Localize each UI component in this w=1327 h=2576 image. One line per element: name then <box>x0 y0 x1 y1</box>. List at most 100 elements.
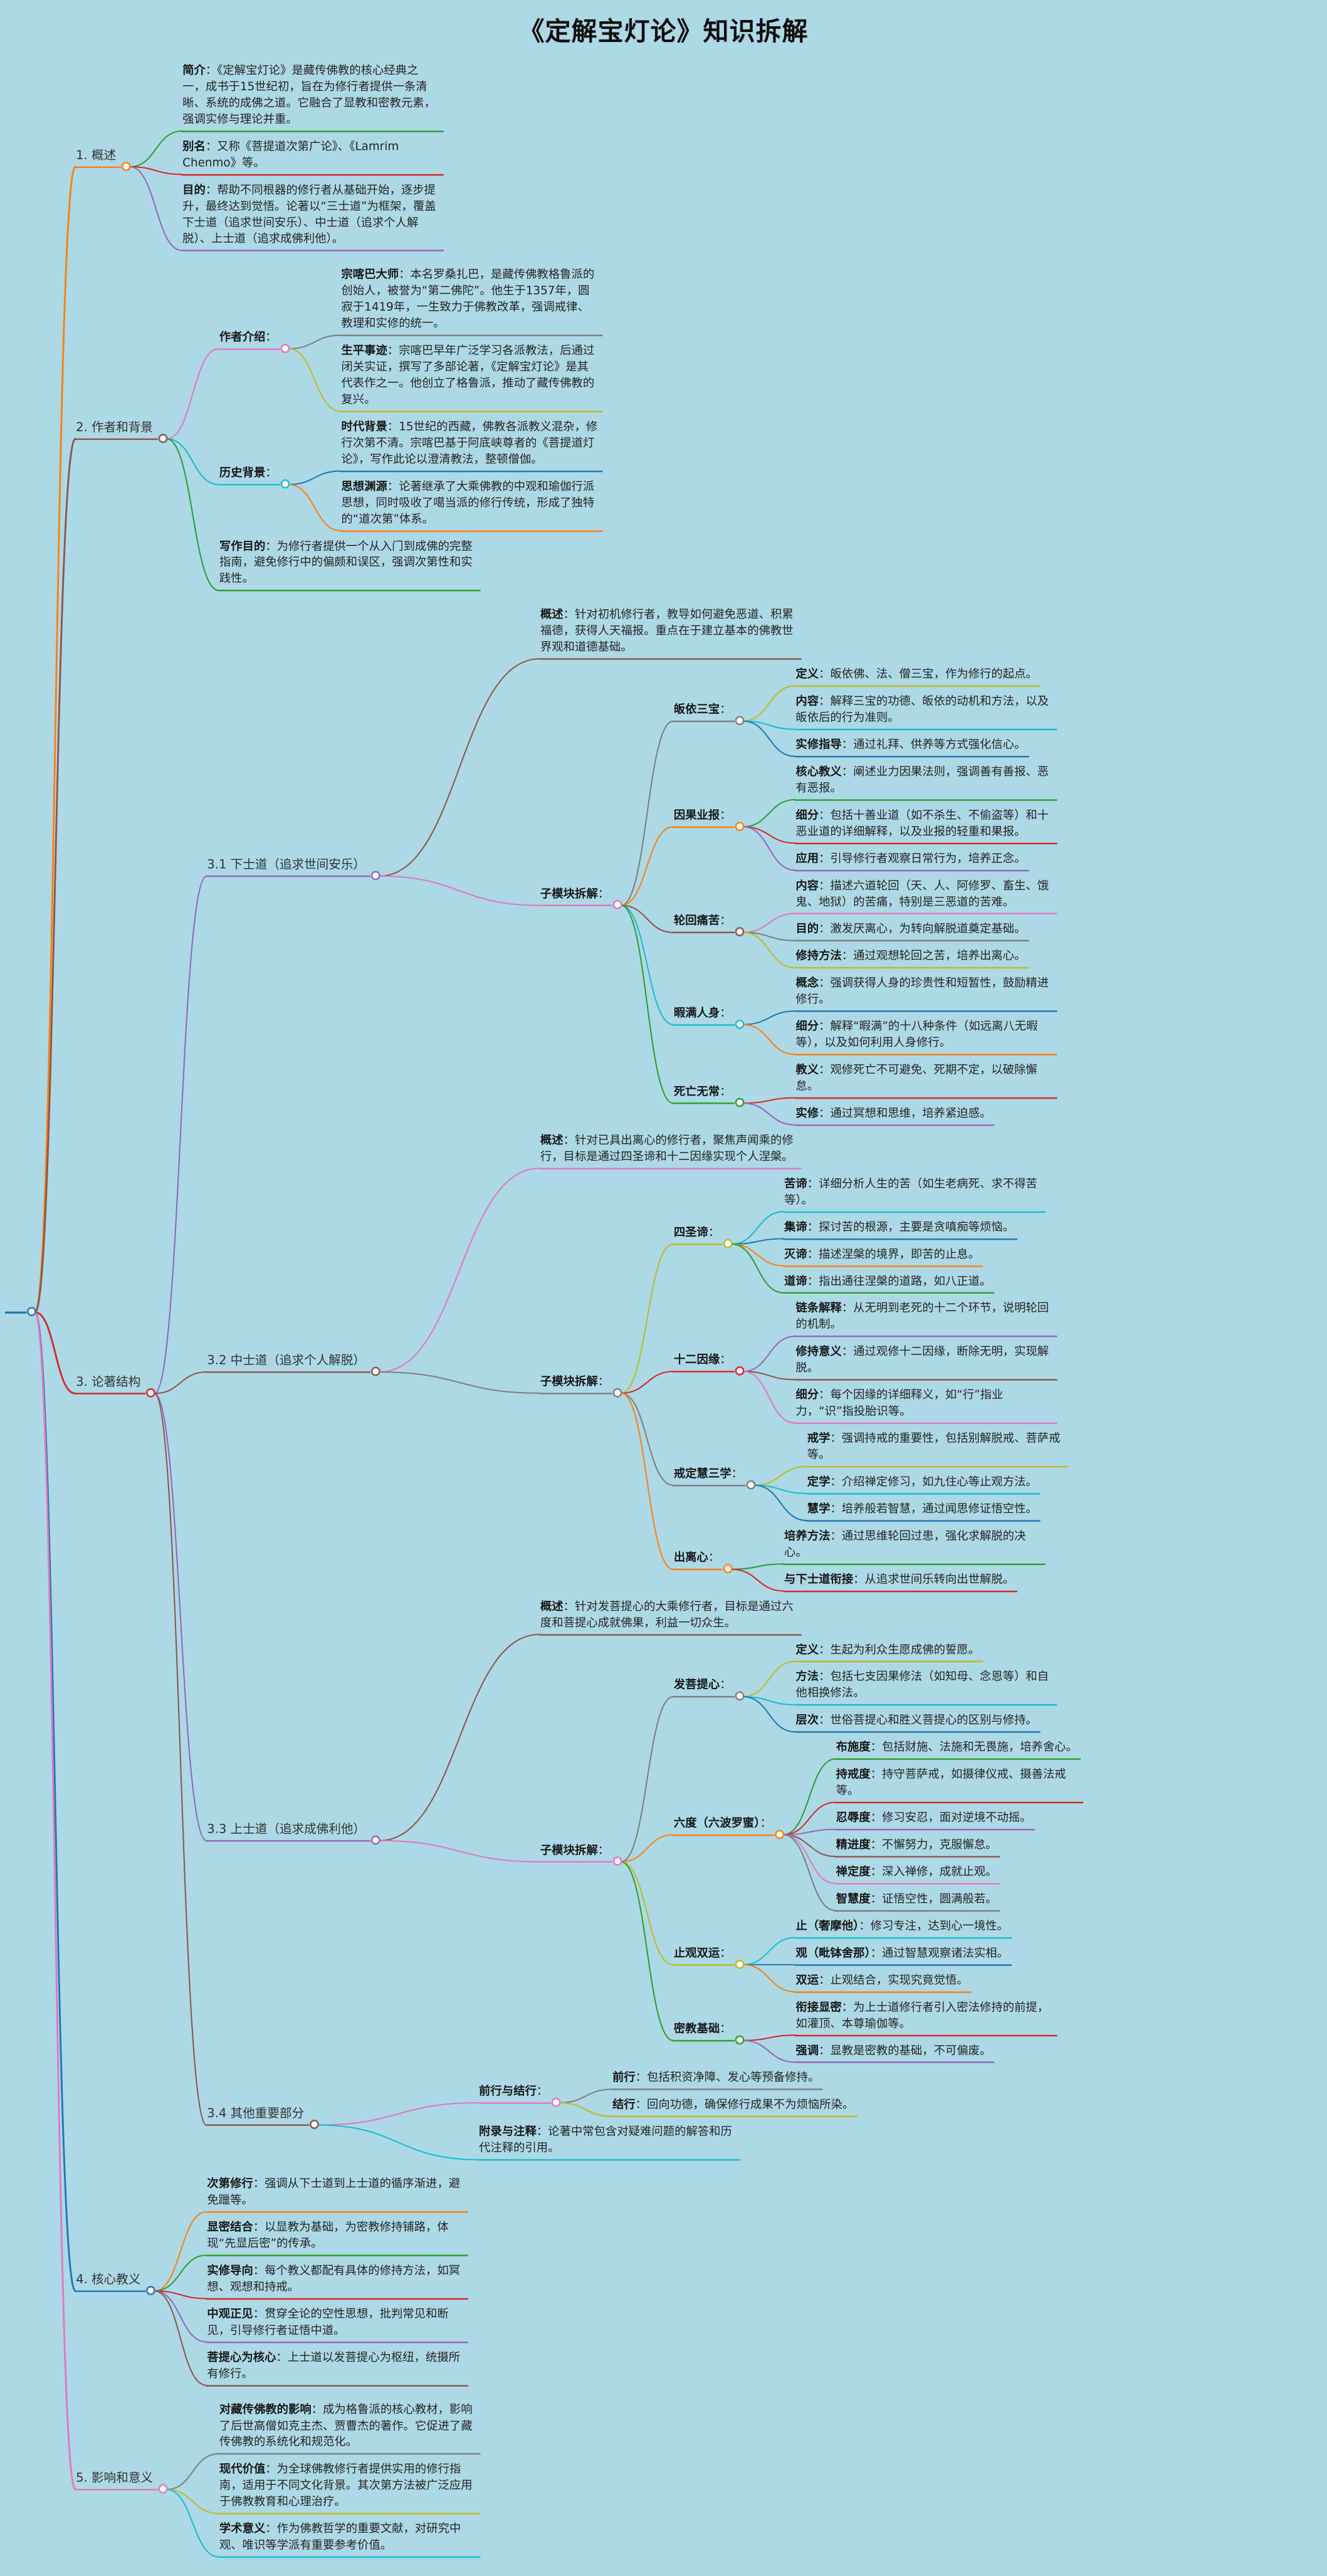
node-label: 轮回痛苦： <box>673 913 745 937</box>
node-text: ： <box>720 1353 732 1367</box>
node-term: 方法 <box>795 1670 819 1683</box>
collapse-circle[interactable] <box>746 1480 756 1490</box>
node-text: ：显教是密教的基础，不可偏废。 <box>819 2043 992 2058</box>
branch-link <box>620 1861 674 2041</box>
collapse-circle[interactable] <box>735 1691 745 1701</box>
mindmap-node: 别名：又称《菩提道次第广论》、《Lamrim Chenmo》等。 <box>181 139 444 175</box>
branch-link <box>620 904 674 933</box>
node-term: 定学 <box>807 1475 831 1489</box>
node-text: ：激发厌离心，为转向解脱道奠定基础。 <box>819 922 1026 936</box>
node-children: 发菩提心：定义：生起为利众生愿成佛的誓愿。方法：包括七支因果修法（如知母、念恩等… <box>673 1642 1084 2063</box>
branch-link <box>730 1563 785 1570</box>
mindmap-node: 学术意义：作为佛教哲学的重要文献，对研究中观、唯识等学派有重要参考价值。 <box>218 2521 481 2558</box>
collapse-circle[interactable] <box>146 2286 155 2295</box>
collapse-circle[interactable] <box>551 2097 561 2107</box>
node-term: 目的 <box>182 183 206 197</box>
collapse-circle[interactable] <box>158 2484 168 2494</box>
node-text: ：介绍禅定修习，如九住心等止观方法。 <box>830 1475 1037 1489</box>
branch-link <box>742 1371 796 1424</box>
node-text: ：通过观修十二因缘，断除无明，实现解脱。 <box>795 1344 1049 1375</box>
branch-link <box>730 1238 785 1245</box>
node-label: 目的：帮助不同根器的修行者从基础开始，逐步提升，最终达到觉悟。论著以“三士道”为… <box>181 182 444 252</box>
node-text: ：为修行者提供一个从入门到成佛的完整指南，避免修行中的偏颇和误区，强调次第性和实… <box>219 539 473 585</box>
node-term: 戒定慧三学 <box>673 1467 732 1480</box>
node-text: ：通过观想轮回之苦，培养出离心。 <box>841 949 1026 963</box>
branch-link <box>288 348 342 412</box>
collapse-circle[interactable] <box>612 1388 622 1398</box>
mindmap-node: 写作目的：为修行者提供一个从入门到成佛的完整指南，避免修行中的偏颇和误区，强调次… <box>218 538 602 592</box>
node-text: ：包括七支因果修法（如知母、念恩等）和自他相换修法。 <box>795 1670 1049 1700</box>
collapse-circle[interactable] <box>370 871 380 881</box>
collapse-circle[interactable] <box>612 900 622 910</box>
collapse-circle[interactable] <box>370 1835 380 1845</box>
branch-link <box>782 1834 836 1857</box>
node-term: 别名 <box>182 139 206 154</box>
collapse-circle[interactable] <box>122 162 131 171</box>
collapse-circle[interactable] <box>735 1366 745 1376</box>
collapse-circle[interactable] <box>775 1830 785 1839</box>
node-children: 对藏传佛教的影响：成为格鲁派的核心教材，影响了后世高僧如克主杰、贾曹杰的著作。它… <box>218 2402 481 2558</box>
branch-link <box>288 470 342 486</box>
node-term: 忍辱度 <box>836 1811 871 1825</box>
node-label: 简介：《定解宝灯论》是藏传佛教的核心经典之一，成书于15世纪初，旨在为修行者提供… <box>181 63 444 132</box>
node-term: 细分 <box>795 808 819 822</box>
mindmap-node: 对藏传佛教的影响：成为格鲁派的核心教材，影响了后世高僧如克主杰、贾曹杰的著作。它… <box>218 2402 481 2455</box>
node-term: 菩提心为核心 <box>207 2350 276 2364</box>
node-text: ：强调从下士道到上士道的循序渐进，避免躐等。 <box>207 2177 461 2207</box>
node-text: ：通过礼拜、供养等方式强化信心。 <box>841 738 1026 751</box>
collapse-circle[interactable] <box>735 2035 745 2045</box>
node-label: 菩提心为核心：上士道以发菩提心为枢纽，统摄所有修行。 <box>206 2350 469 2387</box>
collapse-circle[interactable] <box>735 1019 745 1029</box>
collapse-circle[interactable] <box>146 1388 155 1398</box>
collapse-circle[interactable] <box>280 479 290 489</box>
node-children: 衔接显密：为上士道修行者引入密法修持的前提，如灌顶、本尊瑜伽等。强调：显教是密教… <box>794 1999 1057 2063</box>
branch-link <box>753 1484 807 1522</box>
mindmap-node: 思想渊源：论著继承了大乘佛教的中观和瑜伽行派思想，同时吸收了噶当派的修行传统，形… <box>340 479 603 532</box>
collapse-circle[interactable] <box>735 716 745 726</box>
collapse-circle[interactable] <box>723 1564 733 1574</box>
node-label: 双运：止观结合，实现究竟觉悟。 <box>794 1972 972 1993</box>
branch-link <box>620 1371 674 1394</box>
node-label: 子模块拆解： <box>539 1843 622 1867</box>
collapse-circle[interactable] <box>735 927 745 937</box>
branch-link <box>742 720 796 730</box>
branch-link <box>742 798 796 828</box>
mindmap-node: 内容：解释三宝的功德、皈依的动机和方法，以及皈依后的行为准则。 <box>794 694 1057 731</box>
collapse-circle[interactable] <box>735 1097 745 1107</box>
node-term: 轮回痛苦 <box>673 914 720 928</box>
node-term: 发菩提心 <box>673 1678 720 1692</box>
collapse-circle[interactable] <box>26 1306 36 1316</box>
mindmap-node: 链条解释：从无明到老死的十二个环节，说明轮回的机制。 <box>794 1301 1057 1338</box>
node-children: 作者介绍：宗喀巴大师：本名罗桑扎巴，是藏传佛教格鲁派的创始人，被誉为“第二佛陀”… <box>218 267 603 592</box>
mindmap-node: 简介：《定解宝灯论》是藏传佛教的核心经典之一，成书于15世纪初，旨在为修行者提供… <box>181 63 444 132</box>
branch-link <box>742 1695 796 1733</box>
collapse-circle[interactable] <box>735 821 745 831</box>
collapse-circle[interactable] <box>370 1366 380 1376</box>
branch-link <box>129 130 183 168</box>
branch-link <box>34 437 76 1314</box>
node-term: 实修导向 <box>207 2263 253 2278</box>
collapse-circle[interactable] <box>723 1238 733 1249</box>
mindmap-node: 层次：世俗菩提心和胜义菩提心的区别与修持。 <box>794 1712 1057 1733</box>
node-label: 内容：描述六道轮回（天、人、阿修罗、畜生、饿鬼、地狱）的苦痛，特别是三恶道的苦难… <box>794 878 1057 915</box>
node-term: 历史背景 <box>219 466 266 479</box>
node-term: 次第修行 <box>207 2177 253 2191</box>
mindmap-node: 定义：皈依佛、法、僧三宝，作为修行的起点。 <box>794 666 1057 687</box>
node-text: 4. 核心教义 <box>76 2271 141 2286</box>
node-label: 概念：强调获得人身的珍贵性和短暂性，鼓励精进修行。 <box>794 975 1057 1012</box>
collapse-circle[interactable] <box>310 2120 319 2130</box>
collapse-circle[interactable] <box>612 1856 622 1867</box>
branch-link <box>742 913 796 933</box>
branch-link <box>154 2254 207 2292</box>
node-term: 中观正见 <box>207 2307 253 2321</box>
mindmap-node: 4. 核心教义次第修行：强调从下士道到上士道的循序渐进，避免躐等。显密结合：以显… <box>75 2176 1083 2387</box>
node-label: 时代背景：15世纪的西藏，佛教各派教义混杂，修行次第不清。宗喀巴基于阿底峡尊者的… <box>340 419 603 473</box>
collapse-circle[interactable] <box>158 434 168 443</box>
node-children: 布施度：包括财施、法施和无畏施，培养舍心。持戒度：持守菩萨戒，如摄律仪戒、摄善法… <box>834 1739 1084 1912</box>
collapse-circle[interactable] <box>735 1959 745 1969</box>
node-text: ：世俗菩提心和胜义菩提心的区别与修持。 <box>819 1713 1037 1727</box>
collapse-circle[interactable] <box>280 343 290 353</box>
node-label: 应用：引导修行者观察日常行为，培养正念。 <box>794 851 1029 871</box>
node-text: ：指出通往涅槃的道路，如八正道。 <box>807 1274 992 1288</box>
